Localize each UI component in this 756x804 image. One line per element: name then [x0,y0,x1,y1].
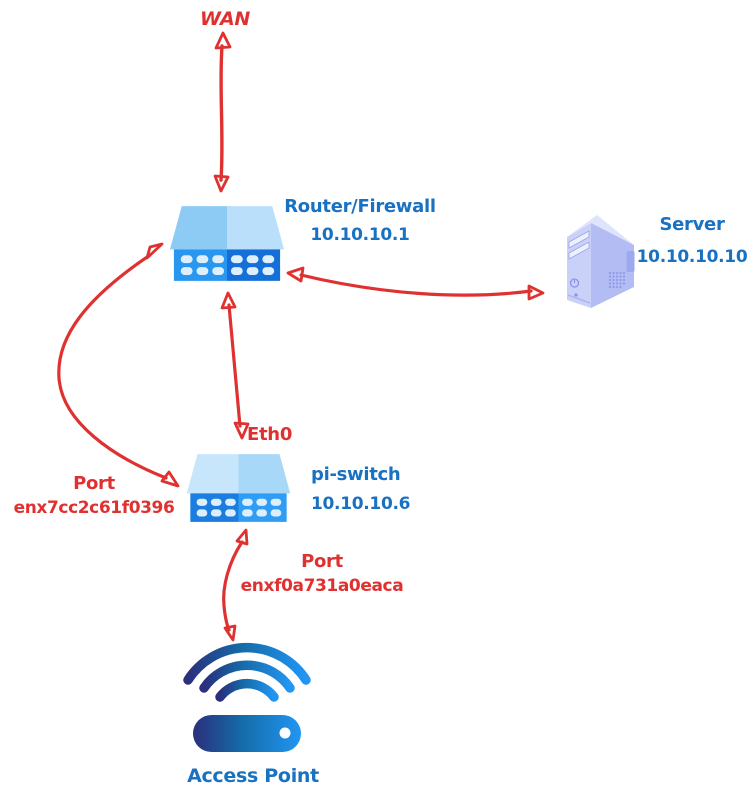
router-label: Router/Firewall 10.10.10.1 [282,194,438,245]
switch-ap-arrow [222,528,249,642]
router-body [193,715,301,752]
pi-switch-name: pi-switch [311,464,401,485]
wireless-access-point-icon [183,642,311,752]
indicator-light [279,727,291,739]
port-title: Port [301,551,343,572]
arrowhead-up [220,291,237,310]
port-interface-name: enx7cc2c61f0396 [13,498,175,518]
drive-bay [568,230,590,249]
wan-label: WAN [200,8,250,30]
network-switch-icon [186,454,291,522]
server-tower-icon [567,215,635,308]
switch-port-dots [180,255,275,275]
arrowhead-upright [145,242,164,260]
switch-port-dots [196,498,282,517]
router-name: Router/Firewall [284,196,436,217]
router-firewall-node [168,204,286,283]
power-button [569,278,580,288]
eth0-label: Eth0 [247,424,293,445]
wan-router-arrow [213,31,232,193]
pi-switch-node [185,449,292,527]
wifi-waves-icon [183,642,311,702]
switch-uplink-port-label: Port enx7cc2c61f0396 [6,472,182,520]
server-label: Server 10.10.10.10 [634,213,750,267]
router-ip: 10.10.10.1 [310,225,410,245]
pi-switch-ip: 10.10.10.6 [311,494,411,514]
router-switchport-arrow [57,242,180,488]
arrowhead-down [233,421,250,440]
arrowhead-downright [160,470,180,488]
eth0-arrow [220,291,250,440]
arrowhead-down [213,174,230,193]
arrowhead-up [235,528,249,546]
ap-port-label: Port enxf0a731a0eaca [234,550,410,598]
vent-grille [608,271,626,289]
access-point-label: Access Point [187,765,319,787]
server-node [565,211,637,311]
server-ip: 10.10.10.10 [636,247,748,267]
side-panel [626,251,635,272]
arrowhead-left [286,266,305,283]
arrowhead-up [214,31,232,50]
network-switch-icon [169,206,285,281]
access-point-node [183,640,311,753]
arrowhead-right [527,284,545,301]
router-server-arrow [286,266,545,301]
arrowhead-down [223,624,237,642]
drive-bay [568,241,590,260]
port-interface-name: enxf0a731a0eaca [240,576,404,596]
pi-switch-label: pi-switch 10.10.10.6 [311,462,441,514]
server-name: Server [659,214,725,235]
port-title: Port [73,473,115,494]
